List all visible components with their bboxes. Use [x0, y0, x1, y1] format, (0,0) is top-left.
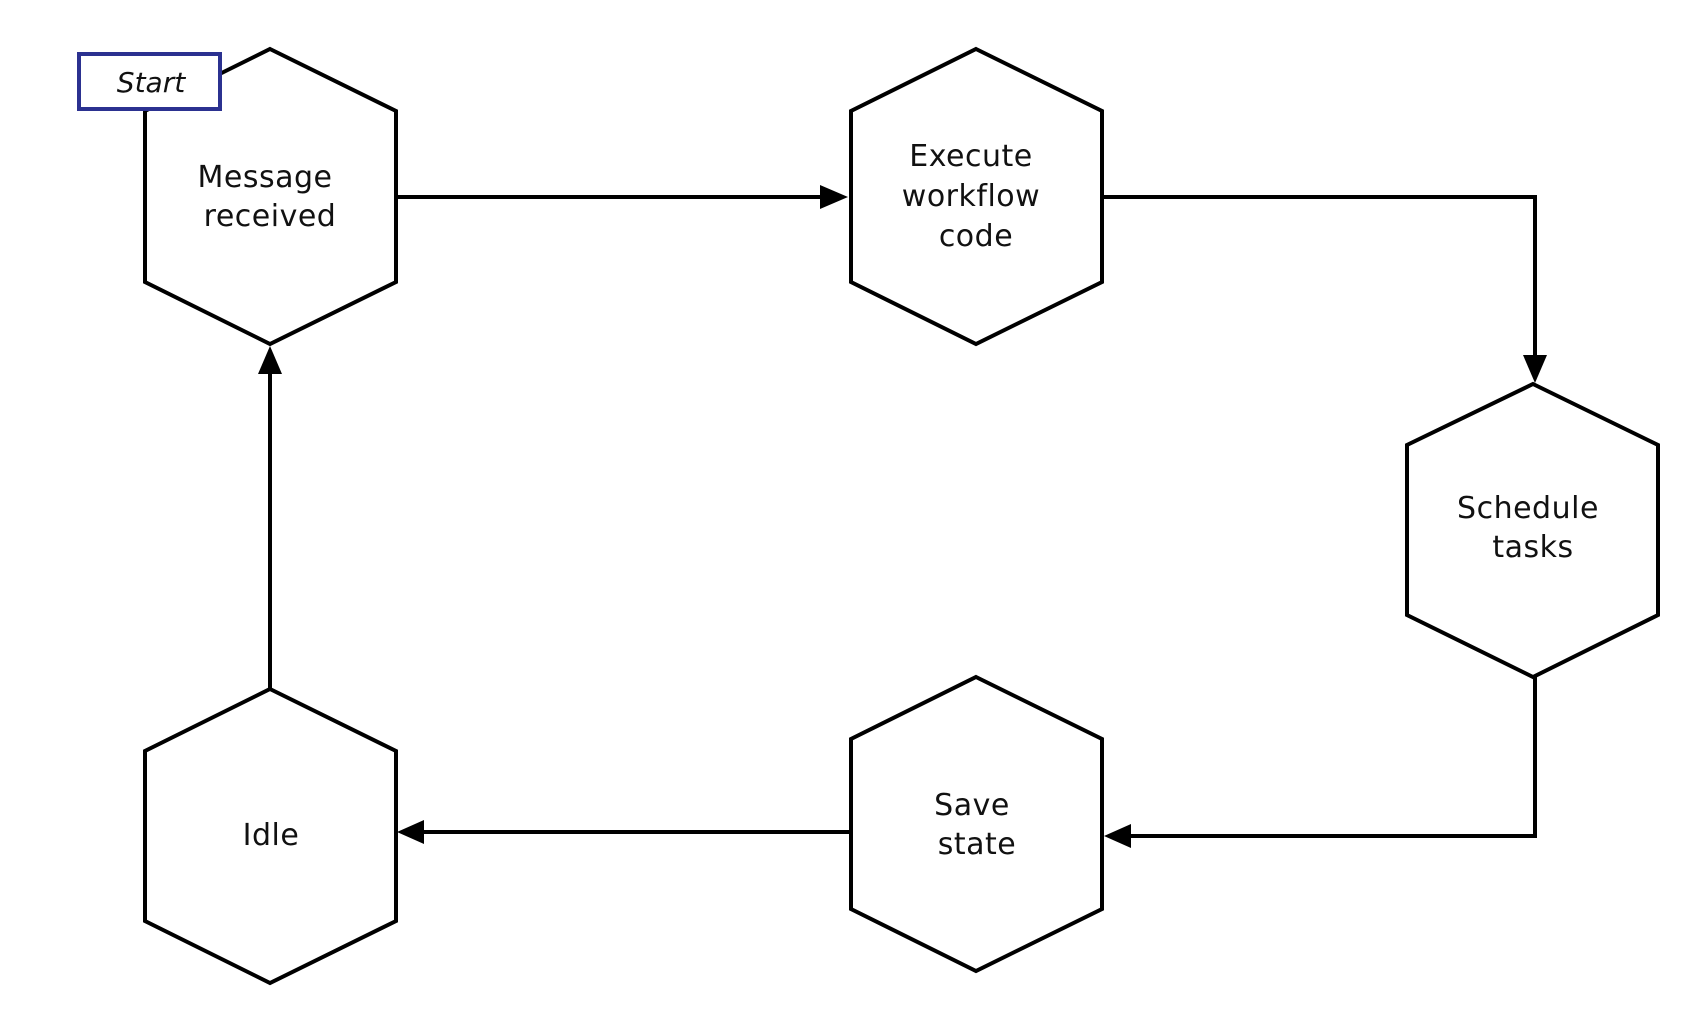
arrowhead-idle	[397, 820, 424, 844]
start-tag-box	[77, 52, 222, 111]
node-label-message-received: Message received	[197, 160, 342, 234]
start-tag-label: Start	[117, 66, 186, 99]
hexagon-shape	[143, 686, 398, 986]
arrowhead-execute-workflow-code	[820, 185, 848, 209]
edge-execute-workflow-code-to-schedule-tasks	[1104, 195, 1537, 355]
label-line: Idle	[243, 818, 300, 853]
node-schedule-tasks[interactable]: Schedule tasks	[1405, 381, 1660, 680]
hexagon-shape	[849, 46, 1104, 347]
node-label-execute-workflow-code: Execute workflow code	[902, 139, 1050, 254]
edge-schedule-tasks-to-save-state	[1131, 675, 1537, 838]
start-tag: Start	[77, 52, 222, 111]
label-line: Schedule	[1457, 491, 1599, 526]
hexagon-shape	[849, 674, 1104, 974]
hexagon-shape	[1405, 381, 1660, 680]
label-line: Save	[934, 788, 1010, 823]
node-save-state[interactable]: Save state	[849, 674, 1104, 974]
arrowhead-message-received	[258, 346, 282, 374]
label-line: received	[204, 199, 337, 234]
label-line: tasks	[1492, 530, 1573, 565]
label-line: state	[938, 827, 1017, 862]
arrowhead-save-state	[1104, 824, 1131, 848]
node-label-schedule-tasks: Schedule tasks	[1457, 491, 1609, 565]
label-line: code	[939, 219, 1013, 254]
node-label-save-state: Save state	[934, 788, 1020, 862]
node-label-idle: Idle	[243, 818, 300, 853]
label-line: Message	[197, 160, 332, 195]
label-line: workflow	[902, 179, 1040, 214]
node-idle[interactable]: Idle	[143, 686, 398, 986]
arrowhead-schedule-tasks	[1523, 355, 1547, 383]
node-execute-workflow-code[interactable]: Execute workflow code	[849, 46, 1104, 347]
label-line: Execute	[909, 139, 1032, 174]
